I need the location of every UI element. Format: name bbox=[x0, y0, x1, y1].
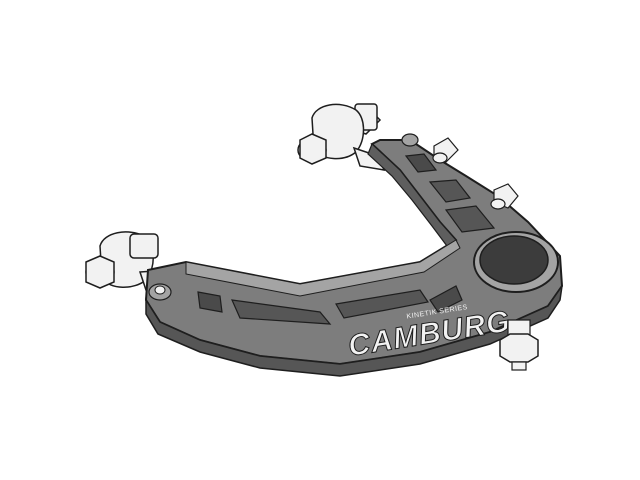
bolt-rear bbox=[401, 133, 419, 147]
ball-joint-cap bbox=[479, 235, 549, 285]
rear-rod-end-joint bbox=[297, 103, 386, 171]
bolt-front bbox=[148, 283, 172, 301]
grease-fitting-2 bbox=[490, 183, 519, 210]
grease-fitting-1 bbox=[432, 137, 459, 164]
ball-joint bbox=[473, 231, 559, 371]
hardware-bolts bbox=[148, 133, 519, 301]
ball-joint-nut bbox=[499, 333, 539, 363]
arm-pockets bbox=[197, 153, 496, 325]
